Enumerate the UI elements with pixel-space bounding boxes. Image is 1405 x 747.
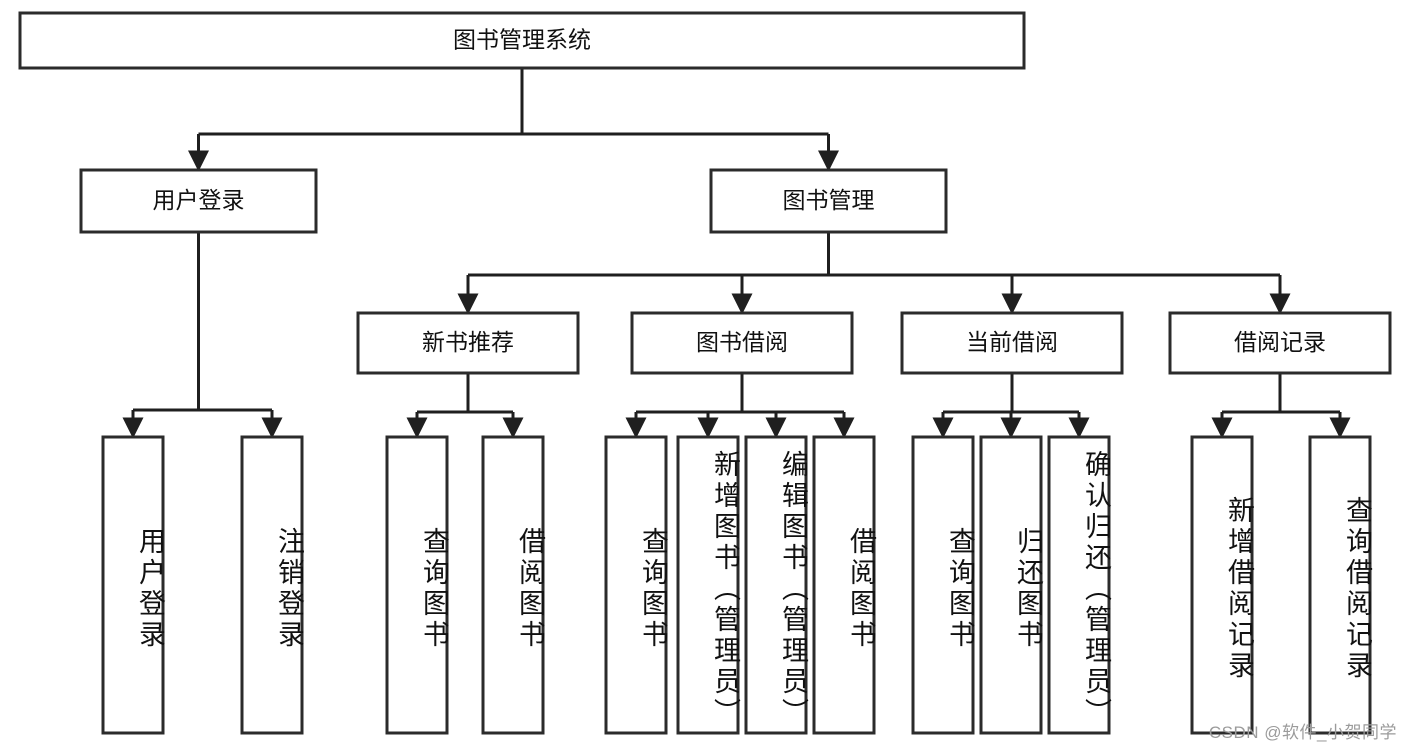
node-label-l3-1: 图书借阅 (696, 329, 788, 355)
leaf-box-6[interactable] (744, 435, 808, 735)
leaf-box-1[interactable] (240, 435, 304, 735)
leaf-box-5[interactable] (676, 435, 740, 735)
connector-layer (122, 68, 1351, 439)
node-label-l2-1: 图书管理 (783, 187, 875, 213)
leaf-box-3[interactable] (481, 435, 545, 735)
leaf-box-8[interactable] (911, 435, 975, 735)
node-label-l2-0: 用户登录 (153, 187, 245, 213)
leaf-box-4[interactable] (604, 435, 668, 735)
leaf-box-0[interactable] (101, 435, 165, 735)
node-box-layer (18, 11, 1392, 735)
leaf-box-12[interactable] (1308, 435, 1372, 735)
node-box-l3-0[interactable] (356, 311, 580, 375)
node-box-l3-3[interactable] (1168, 311, 1392, 375)
leaf-box-7[interactable] (812, 435, 876, 735)
leaf-box-9[interactable] (979, 435, 1043, 735)
watermark: CSDN @软件_小贺同学 (1208, 723, 1397, 742)
node-box-root[interactable] (18, 11, 1026, 70)
leaf-box-10[interactable] (1047, 435, 1111, 735)
leaf-box-11[interactable] (1190, 435, 1254, 735)
node-label-l3-2: 当前借阅 (966, 329, 1058, 355)
node-box-l3-2[interactable] (900, 311, 1124, 375)
node-label-l3-0: 新书推荐 (422, 329, 514, 355)
node-label-l3-3: 借阅记录 (1234, 329, 1326, 355)
node-box-l2-0[interactable] (79, 168, 318, 234)
node-label-root: 图书管理系统 (453, 27, 591, 53)
leaf-box-2[interactable] (385, 435, 449, 735)
node-box-l3-1[interactable] (630, 311, 854, 375)
node-box-l2-1[interactable] (709, 168, 948, 234)
